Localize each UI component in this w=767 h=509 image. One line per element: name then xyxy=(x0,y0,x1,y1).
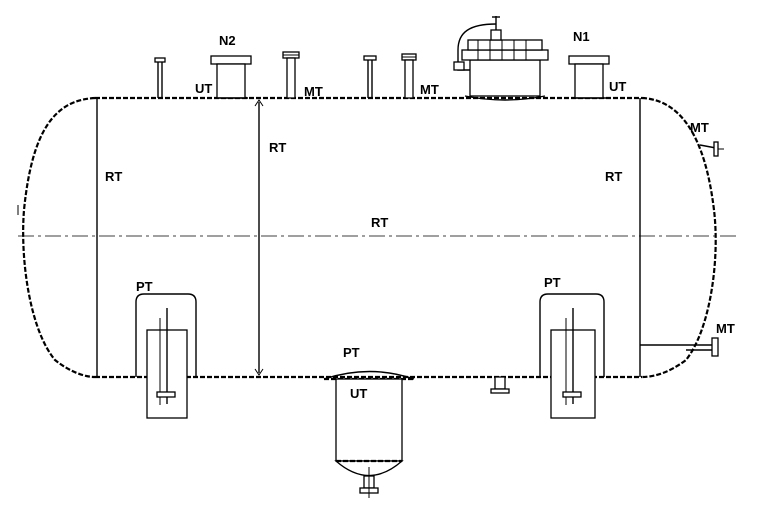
saddle-right xyxy=(539,293,605,419)
label-pt-sump: PT xyxy=(343,345,360,360)
drain-flange xyxy=(490,388,510,394)
right-lower-flange xyxy=(711,337,719,357)
label-mt-top-2: MT xyxy=(420,82,439,97)
label-n2: N2 xyxy=(219,33,236,48)
nozzle-n2 xyxy=(210,55,252,99)
right-upper-pipe xyxy=(699,144,717,149)
nozzle-2-pipe xyxy=(286,57,296,99)
saddle-right-bolt xyxy=(562,391,582,398)
nozzle-3-flange xyxy=(363,55,377,61)
sump-reinforcing-pad xyxy=(323,370,415,380)
label-mt-top-1: MT xyxy=(304,84,323,99)
label-ut-top-left: UT xyxy=(195,81,212,96)
label-rt-right: RT xyxy=(605,169,622,184)
label-mt-right-upper: MT xyxy=(690,120,709,135)
n1-neck xyxy=(574,63,604,99)
bottom-drain-nozzle xyxy=(490,376,510,394)
davit-arm xyxy=(457,23,497,71)
manway-hub xyxy=(490,29,502,41)
instrument-nozzle-1 xyxy=(154,57,166,98)
label-ut-sump: UT xyxy=(350,386,367,401)
label-n1: N1 xyxy=(573,29,590,44)
instrument-nozzle-2 xyxy=(282,51,300,99)
saddle-left xyxy=(135,293,197,419)
nozzle-1-flange xyxy=(154,57,166,63)
manway-neck xyxy=(469,59,541,97)
right-upper-flange xyxy=(713,141,719,157)
left-head xyxy=(22,96,96,379)
label-pt-left-saddle: PT xyxy=(136,279,153,294)
saddle-left-bolt xyxy=(156,391,176,398)
label-rt-center: RT xyxy=(371,215,388,230)
manway xyxy=(453,16,549,101)
instrument-nozzle-3 xyxy=(363,55,377,98)
inspection-labels: N2 N1 UT UT MT MT MT MT RT RT RT RT PT P… xyxy=(105,29,735,401)
sump xyxy=(323,370,415,498)
label-rt-vertical: RT xyxy=(269,140,286,155)
label-ut-top-right: UT xyxy=(609,79,626,94)
saddle-right-wear-plate xyxy=(539,293,605,377)
vessel-shell xyxy=(17,96,740,379)
label-pt-right-saddle: PT xyxy=(544,275,561,290)
saddle-left-wear-plate xyxy=(135,293,197,377)
label-rt-left: RT xyxy=(105,169,122,184)
manway-pad xyxy=(464,95,546,101)
davit-base xyxy=(453,61,465,71)
right-lower-nozzle xyxy=(640,337,719,357)
nozzle-n1 xyxy=(568,55,610,99)
right-head xyxy=(641,96,717,379)
manway-cover xyxy=(467,39,543,51)
sump-shell xyxy=(335,378,403,462)
rt-arrow-top xyxy=(254,99,264,107)
n2-neck xyxy=(216,63,246,99)
nozzle-4-pipe xyxy=(404,59,414,99)
rt-arrow-bottom xyxy=(254,368,264,376)
drain-neck xyxy=(494,376,506,390)
manway-flange xyxy=(461,49,549,61)
n2-flange xyxy=(210,55,252,65)
right-upper-nozzle xyxy=(699,141,724,157)
label-mt-right-lower: MT xyxy=(716,321,735,336)
instrument-nozzle-4 xyxy=(401,53,417,99)
n1-flange xyxy=(568,55,610,65)
